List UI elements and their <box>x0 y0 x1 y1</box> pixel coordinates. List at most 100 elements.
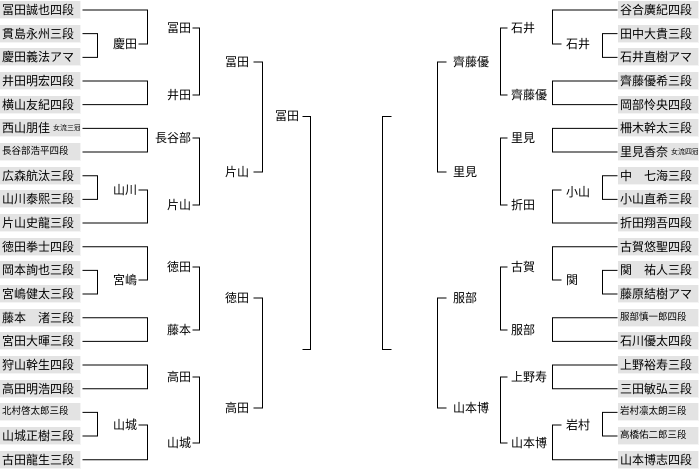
player-title: 女流四冠 <box>671 148 699 157</box>
bracket-line <box>82 127 148 153</box>
player-name: 齊藤優希三段 <box>620 74 693 88</box>
bracket-line <box>82 80 148 106</box>
bracket-line <box>552 80 618 106</box>
player-entry: 藤本 渚三段 <box>0 308 81 327</box>
player-entry: 岩村凛太朗三段 <box>618 403 699 422</box>
bracket-line <box>602 411 618 437</box>
player-name: 岡部怜央四段 <box>620 97 693 112</box>
winner-label: 長谷部 <box>154 131 191 145</box>
winner-label: 慶田 <box>113 37 138 51</box>
winner-label: 井田 <box>166 88 191 102</box>
bracket-line <box>500 137 508 206</box>
bracket-line <box>82 189 148 224</box>
player-entry: 宮嶋健太三段 <box>0 285 81 304</box>
bracket-line <box>500 27 508 96</box>
player-entry: 小山直希三段 <box>618 190 699 209</box>
player-entry: 古田龍生三段 <box>0 450 81 469</box>
player-entry: 冨田誠也四段 <box>0 1 81 19</box>
winner-label: 里見 <box>511 131 536 145</box>
winner-label: 齊藤優 <box>511 88 548 102</box>
player-entry: 貫島永州三段 <box>0 24 81 43</box>
player-name: 長谷部浩平四段 <box>2 146 69 158</box>
player-entry: 徳田拳士四段 <box>0 237 81 256</box>
winner-label: 齊藤優 <box>453 55 490 69</box>
winner-label: 古賀 <box>511 260 536 274</box>
player-entry: 上野裕寿三段 <box>618 356 699 375</box>
semifinal-winner-label: 冨田 <box>274 109 299 123</box>
player-entry: 長谷部浩平四段 <box>0 143 81 162</box>
bracket-line <box>552 317 618 342</box>
winner-label: 高田 <box>224 401 249 415</box>
winner-label: 服部 <box>453 291 478 305</box>
player-entry: 慶田義法アマ <box>0 48 81 67</box>
player-entry: 石川優太四段 <box>618 332 699 351</box>
winner-label: 山川 <box>113 183 138 197</box>
winner-label: 高田 <box>166 370 191 384</box>
player-name: 里見香奈 <box>620 145 669 160</box>
player-name: 山川泰熙三段 <box>2 192 75 207</box>
player-entry: 高橋佑二郎三段 <box>618 427 699 446</box>
player-name: 石川優太四段 <box>620 334 693 349</box>
player-name: 古賀悠聖四段 <box>620 239 693 254</box>
player-name: 井田明宏四段 <box>2 74 75 88</box>
player-entry: 関 祐人三段 <box>618 261 699 280</box>
player-name: 柵木幹太三段 <box>620 121 693 136</box>
player-name: 宮嶋健太三段 <box>2 287 75 302</box>
player-entry: 柵木幹太三段 <box>618 119 699 138</box>
player-name: 宮田大暉三段 <box>2 334 75 349</box>
player-name: 高田明浩四段 <box>2 381 75 396</box>
bracket-line <box>82 33 98 58</box>
player-name: 山城正樹三段 <box>2 429 75 444</box>
player-entry: 服部慎一郎四段 <box>618 308 699 327</box>
player-name: 狩山幹生四段 <box>2 358 75 373</box>
player-name: 古田龍生三段 <box>2 452 75 467</box>
player-entry: 岡部怜央四段 <box>618 95 699 114</box>
player-entry: 中 七海三段 <box>618 166 699 185</box>
bracket-line <box>82 175 98 200</box>
bracket-line <box>437 297 447 409</box>
winner-label: 冨田 <box>166 21 191 35</box>
winner-label: 片山 <box>224 165 249 179</box>
bracket-line <box>192 266 200 331</box>
player-entry: 高田明浩四段 <box>0 379 81 398</box>
player-entry: 横山友紀四段 <box>0 95 81 114</box>
player-name: 横山友紀四段 <box>2 97 75 112</box>
player-name: 北村啓太郎三段 <box>2 406 69 418</box>
winner-label: 上野寿 <box>511 370 548 384</box>
player-name: 藤本 渚三段 <box>2 310 75 325</box>
winner-label: 宮嶋 <box>113 273 138 287</box>
bracket-line <box>192 27 200 96</box>
winner-label: 片山 <box>166 198 191 212</box>
player-entry: 里見香奈女流四冠 <box>618 143 699 162</box>
bracket-line <box>82 424 148 461</box>
winner-label: 小山 <box>566 185 591 199</box>
player-name: 高橋佑二郎三段 <box>620 430 687 442</box>
player-name: 広森航汰三段 <box>2 168 75 183</box>
winner-label: 徳田 <box>166 260 191 274</box>
player-entry: 三田敏弘三段 <box>618 379 699 398</box>
player-entry: 片山史龍三段 <box>0 214 81 233</box>
bracket-line <box>82 364 148 390</box>
winner-label: 関 <box>566 273 579 287</box>
player-name: 田中大貴三段 <box>620 26 693 41</box>
bracket-line <box>602 269 618 295</box>
player-entry: 藤原結樹アマ <box>618 285 699 304</box>
player-name: 石井直樹アマ <box>620 50 693 65</box>
bracket-line <box>552 364 618 390</box>
bracket-line <box>437 61 447 173</box>
player-entry: 山川泰熙三段 <box>0 190 81 209</box>
player-entry: 井田明宏四段 <box>0 72 81 90</box>
player-entry: 西山朋佳女流三冠 <box>0 119 81 138</box>
player-entry: 岡本詢也三段 <box>0 261 81 280</box>
bracket-line <box>552 424 618 461</box>
player-name: 中 七海三段 <box>620 168 693 183</box>
player-name: 上野裕寿三段 <box>620 358 693 373</box>
winner-label: 山城 <box>113 418 138 432</box>
player-entry: 谷合廣紀四段 <box>618 1 699 19</box>
player-entry: 石井直樹アマ <box>618 48 699 67</box>
player-entry: 山本博志四段 <box>618 450 699 469</box>
player-name: 折田翔吾四段 <box>620 216 693 231</box>
bracket-line <box>192 376 200 444</box>
player-name: 小山直希三段 <box>620 192 693 207</box>
